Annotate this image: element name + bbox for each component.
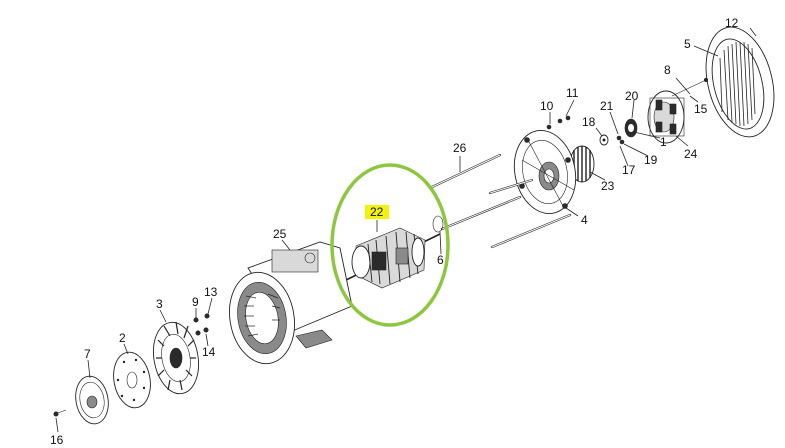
callout-23: 23 <box>601 179 615 193</box>
part-22-rotor <box>341 227 441 289</box>
part-23-bearing <box>569 145 595 183</box>
part-16-screw <box>53 409 67 417</box>
callout-4: 4 <box>581 213 588 227</box>
callout-12: 12 <box>725 16 739 30</box>
callout-1: 1 <box>660 135 667 149</box>
callout-7: 7 <box>84 347 91 361</box>
part-24-cage <box>647 90 685 144</box>
callout-9: 9 <box>192 295 199 309</box>
callout-18: 18 <box>582 115 596 129</box>
callout-17: 17 <box>622 163 636 177</box>
callout-14: 14 <box>202 345 216 359</box>
callout-2: 2 <box>119 331 126 345</box>
part-7-disc <box>75 375 109 425</box>
part-small-hardware <box>546 77 709 146</box>
part-9-13-14-bolts <box>193 313 210 336</box>
callout-20: 20 <box>625 89 639 103</box>
callout-22-highlight <box>365 205 389 219</box>
callout-16: 16 <box>50 433 64 447</box>
part-4-end-shield <box>513 129 577 215</box>
callout-25: 25 <box>273 227 287 241</box>
callout-6: 6 <box>437 253 444 267</box>
callout-labels: 12 5 8 15 20 21 18 1 24 19 17 23 10 11 4… <box>50 16 739 447</box>
part-5-ring-housing <box>705 26 775 138</box>
callout-21: 21 <box>600 99 614 113</box>
callout-11: 11 <box>566 86 579 100</box>
part-20-gear <box>624 118 638 138</box>
callout-15: 15 <box>694 102 708 116</box>
callout-13: 13 <box>204 285 218 299</box>
part-2-plate <box>113 351 151 409</box>
part-26-tie-rods <box>428 153 572 249</box>
part-25-stator-housing <box>229 241 353 365</box>
rotor-highlight-circle <box>330 163 450 327</box>
leader-lines <box>55 27 757 433</box>
callout-19: 19 <box>644 153 658 167</box>
callout-24: 24 <box>684 147 698 161</box>
callout-22: 22 <box>370 205 384 219</box>
part-3-fan <box>153 321 199 395</box>
callout-10: 10 <box>540 99 554 113</box>
callout-3: 3 <box>156 297 163 311</box>
callout-8: 8 <box>664 63 671 77</box>
part-6-o-ring <box>432 215 444 233</box>
callout-26: 26 <box>453 141 467 155</box>
callout-5: 5 <box>684 37 691 51</box>
